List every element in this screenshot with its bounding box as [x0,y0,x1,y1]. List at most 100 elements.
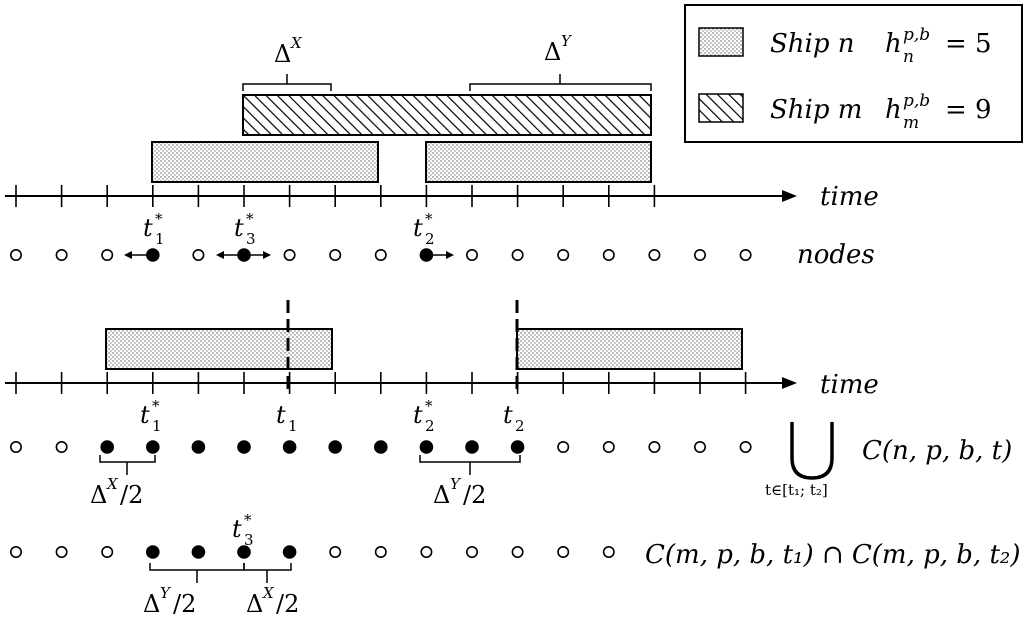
legend-value-m: = 9 [945,95,992,125]
node-empty [10,545,22,558]
node-empty [55,545,68,558]
mid-dy-half-bracket: Δ Y /2 [419,455,521,509]
mid-dx-half-sup: X [106,475,119,493]
legend-label-ship-m: Ship m [770,95,862,125]
node-selected [465,440,479,454]
node-selected [282,440,297,454]
node-empty [10,440,22,453]
node-empty [420,545,433,558]
mid-dy-half-rest: /2 [463,481,486,509]
delta-x-bracket: Δ X [242,34,332,91]
node-arrows [124,251,454,259]
node-empty [693,440,706,453]
node-empty [648,249,661,262]
node-empty [329,545,342,558]
mid-dy-half-base: Δ [433,481,450,509]
nodes-label: nodes [797,240,875,270]
t2-star-sup: * [425,210,433,228]
middle-node-row [10,440,752,454]
label-t1-star: t 1 * [143,210,165,248]
t1-star-base: t [143,214,153,242]
bottom-t3-star-base: t [232,515,242,543]
bottom-dy-half-rest: /2 [173,590,196,618]
mid-t2-star-base: t [413,401,423,429]
node-empty [557,440,570,453]
label-t3-star: t 3 * [234,210,256,248]
node-empty [693,249,706,262]
delta-x-label: Δ [274,40,291,68]
bottom-section: t 3 * Δ Y /2 Δ X /2 C(m, p, b, t₁) ∩ C(m… [10,511,1020,618]
bottom-dx-half-rest: /2 [276,590,299,618]
t2-star-sub: 2 [425,230,435,248]
top-axis-ticks [15,185,656,207]
bottom-dx-half-base: Δ [246,590,263,618]
legend-h-m: h [885,95,902,125]
t2-star-base: t [413,214,423,242]
legend-h-n: h [885,29,902,59]
delta-y-sup: Y [561,32,573,50]
node-selected [146,440,160,454]
union-set-label: C(n, p, b, t) [862,436,1012,466]
top-node-row [10,248,752,262]
node-empty [283,249,296,262]
top-axis-label: time [820,182,879,212]
mid-t1-star-base: t [140,401,150,429]
node-empty [602,440,615,453]
ship-n-block-1 [151,141,379,183]
node-empty [511,249,524,262]
legend-h-m-sup: p,b [903,91,930,111]
mid-t2-base: t [503,401,513,429]
node-empty [557,249,570,262]
legend-formula-ship-n: h p,b n = 5 [885,25,992,67]
node-empty [329,249,342,262]
mid-dx-half-bracket: Δ X /2 [90,455,156,509]
node-empty [739,440,752,453]
label-mid-t1: t 1 [276,401,298,435]
node-empty [101,249,114,262]
label-t2-star: t 2 * [413,210,435,248]
big-union-symbol [790,422,834,480]
intersection-set-label: C(m, p, b, t₁) ∩ C(m, p, b, t₂) [645,540,1020,570]
top-time-axis [5,185,797,207]
t3-star-sup: * [246,210,254,228]
node-selected [373,440,388,454]
node-empty [602,545,615,558]
mid-dx-half-rest: /2 [120,481,143,509]
node-selected [191,545,206,559]
node-empty [10,249,22,262]
label-mid-t2: t 2 [503,401,525,435]
middle-axis-ticks [15,372,747,394]
node-selected [282,545,297,559]
mid-dy-half-sup: Y [450,475,462,493]
bottom-dy-half-sup: Y [160,584,172,602]
legend: Ship n h p,b n = 5 Ship m h p,b m = 9 [684,4,1023,143]
middle-section: time t 1 * t 1 t 2 * t 2 Δ X /2 Δ [5,300,1012,509]
t1-star-sup: * [155,210,163,228]
node-selected [510,440,525,454]
union-subscript: t∈[t₁; t₂] [765,481,828,499]
delta-y-bracket: Δ Y [469,32,652,91]
bottom-dx-half-sup: X [262,584,275,602]
middle-time-axis [5,372,797,394]
delta-y-label: Δ [544,38,561,66]
label-mid-t2-star: t 2 * [413,397,435,435]
mid-t1-star-sup: * [152,397,160,415]
node-selected [237,545,251,559]
label-mid-t1-star: t 1 * [140,397,162,435]
node-empty [374,545,387,558]
node-empty [55,249,68,262]
node-empty [602,249,615,262]
node-empty [511,545,524,558]
node-empty [465,249,478,262]
bottom-dx-half-bracket: Δ X /2 [243,563,299,618]
t1-star-sub: 1 [155,230,165,248]
ship-m-block [242,94,652,136]
t3-star-base: t [234,214,244,242]
node-empty [648,440,661,453]
label-bottom-t3-star: t 3 * [232,511,254,549]
mid-dx-half-base: Δ [90,481,107,509]
legend-swatch-ship-n [698,27,744,57]
node-empty [557,545,570,558]
top-section: Δ X Δ Y time t 1 * t 3 * t 2 [5,32,879,270]
